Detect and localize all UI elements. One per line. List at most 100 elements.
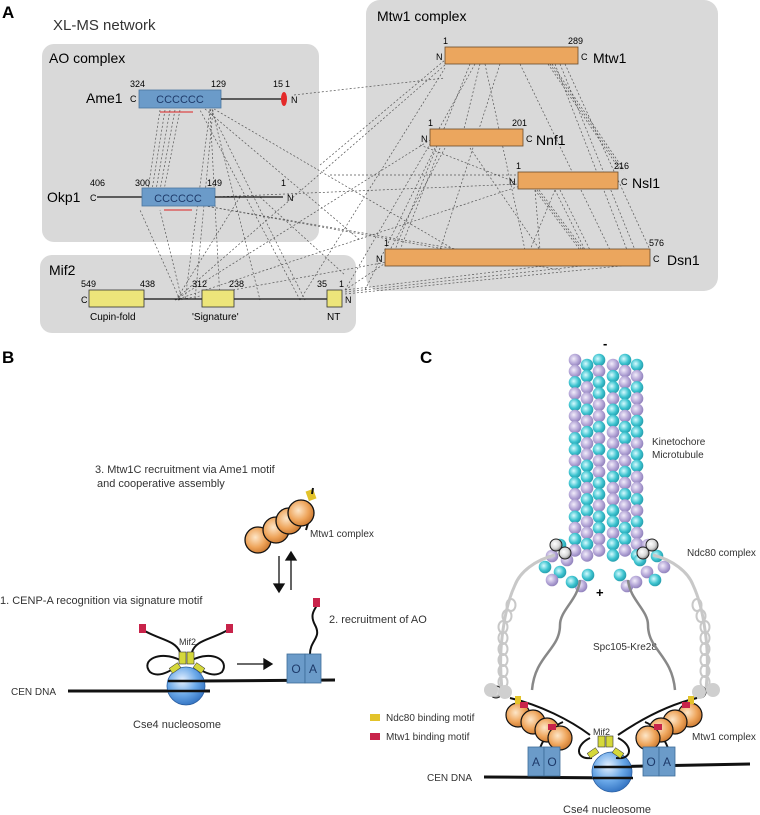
mif2-label: Mif2 xyxy=(49,262,76,278)
tubulin-subunit xyxy=(618,432,632,445)
tubulin-subunit xyxy=(565,575,579,589)
tubulin-subunit xyxy=(606,470,620,484)
tubulin-subunit xyxy=(630,448,644,461)
mif2-num-549: 549 xyxy=(81,279,96,289)
nsl1-c-terminus: C xyxy=(621,177,628,187)
mtw1-complex-label-b: Mtw1 complex xyxy=(310,529,374,540)
ame1-letter-c-right: A xyxy=(663,755,671,769)
tubulin-subunit xyxy=(580,515,594,529)
tubulin-subunit xyxy=(618,532,632,546)
tubulin-subunit xyxy=(640,565,654,579)
tubulin-subunit xyxy=(618,544,632,557)
ndc80-head xyxy=(558,546,572,560)
ame1-num-129: 129 xyxy=(211,79,226,89)
okp1-num-300: 300 xyxy=(135,178,150,188)
cse4-nucleosome-c xyxy=(591,751,633,793)
ndc80-head xyxy=(549,538,563,552)
cse4-nucleosome-b xyxy=(166,666,206,706)
mif2-protein: Mif2 C N 549 438 312 238 35 1 Cupin-fold… xyxy=(49,262,352,323)
tubulin-subunit xyxy=(592,465,606,479)
mif2-num-35: 35 xyxy=(317,279,327,289)
tubulin-subunit xyxy=(606,493,620,506)
ao-block-b: O A xyxy=(286,598,322,684)
tubulin-subunit xyxy=(606,369,620,383)
mif2-label-c: Mif2 xyxy=(593,727,610,737)
ao-block-c-right: O A xyxy=(642,746,676,777)
mif2-dimer-block xyxy=(597,735,606,748)
mif2-cupin-domain xyxy=(88,289,145,308)
mif2-nt-domain xyxy=(326,289,343,308)
ndc80-head xyxy=(636,546,650,560)
cen-dna-label-c: CEN DNA xyxy=(427,773,472,784)
ndc80-motif-b xyxy=(305,488,317,502)
tubulin-subunit xyxy=(592,353,606,367)
nnf1-n-terminus: N xyxy=(421,134,428,144)
spc105-kre28-label: Spc105-Kre28 xyxy=(593,642,657,653)
ame1-n-terminus: N xyxy=(291,95,298,105)
tubulin-subunit xyxy=(592,476,606,490)
tubulin-subunit xyxy=(580,425,594,439)
tubulin-subunit xyxy=(592,420,606,434)
tubulin-subunit xyxy=(606,537,620,551)
nucleosome-label-b: Cse4 nucleosome xyxy=(133,719,221,731)
mif2-c-terminus: C xyxy=(81,295,88,305)
ao-complex-label: AO complex xyxy=(49,50,125,66)
tubulin-subunit xyxy=(592,364,606,378)
ndc80-foot xyxy=(484,683,498,697)
ame1-letter-c-left: A xyxy=(532,755,540,769)
tubulin-subunit xyxy=(538,560,552,574)
mif2-nt-label: NT xyxy=(327,312,340,323)
tubulin-subunit xyxy=(568,420,582,434)
cen-dna-label-b: CEN DNA xyxy=(11,687,56,698)
nnf1-label: Nnf1 xyxy=(536,132,566,148)
tubulin-subunit xyxy=(606,403,620,417)
mif2-n-terminus: N xyxy=(345,295,352,305)
step3-line2: and cooperative assembly xyxy=(97,478,225,490)
tubulin-subunit xyxy=(568,353,582,367)
equilibrium-arrows xyxy=(272,550,298,594)
ao-block-c-left: A O xyxy=(527,746,561,777)
tubulin-subunit xyxy=(630,459,644,473)
tubulin-subunit xyxy=(613,568,627,582)
tubulin-subunit xyxy=(630,515,644,529)
mtw1-c-terminus: C xyxy=(581,52,588,62)
tubulin-subunit xyxy=(629,575,643,589)
tubulin-subunit xyxy=(606,481,620,495)
panel-c-letter: C xyxy=(420,348,432,367)
mif2-signature-label: 'Signature' xyxy=(192,312,239,323)
ndc80-binding-motif xyxy=(688,696,694,704)
okp1-letter-c-left: O xyxy=(547,755,556,769)
mif2-signature-block xyxy=(586,747,600,759)
tubulin-subunit xyxy=(630,425,644,439)
nsl1-label: Nsl1 xyxy=(632,175,660,191)
tubulin-subunit xyxy=(618,465,632,479)
ndc80-binding-motif xyxy=(515,696,521,704)
mtw1-motif-b-right xyxy=(226,624,233,633)
ame1-cc-label: CCCCCC xyxy=(156,94,204,106)
okp1-num-1: 1 xyxy=(281,178,286,188)
ame1-mtw1-motif xyxy=(281,92,287,106)
tubulin-subunit xyxy=(568,499,582,512)
panel-b: B 3. Mtw1C recruitment via Ame1 motif an… xyxy=(0,348,427,731)
tubulin-subunit xyxy=(592,488,606,501)
ame1-c-terminus: C xyxy=(130,94,137,104)
panel-a-letter: A xyxy=(2,3,14,22)
nsl1-num-end: 216 xyxy=(614,161,629,171)
tubulin-subunit xyxy=(568,510,582,524)
tubulin-subunit xyxy=(580,437,594,450)
mif2-cupin-label: Cupin-fold xyxy=(90,312,136,323)
tubulin-subunit xyxy=(568,387,582,400)
mtw1-bar xyxy=(444,46,579,65)
ao-complex-box xyxy=(42,44,319,242)
mif2-num-438: 438 xyxy=(140,279,155,289)
tubulin-subunit xyxy=(618,420,632,434)
tubulin-subunit xyxy=(630,504,644,517)
tubulin-subunit xyxy=(592,521,606,535)
ame1-num-324: 324 xyxy=(130,79,145,89)
mtw1-binding-motif xyxy=(682,702,690,708)
tubulin-subunit xyxy=(568,532,582,546)
tubulin-subunit xyxy=(568,443,582,456)
nsl1-n-terminus: N xyxy=(509,177,516,187)
tubulin-subunit xyxy=(581,568,595,582)
